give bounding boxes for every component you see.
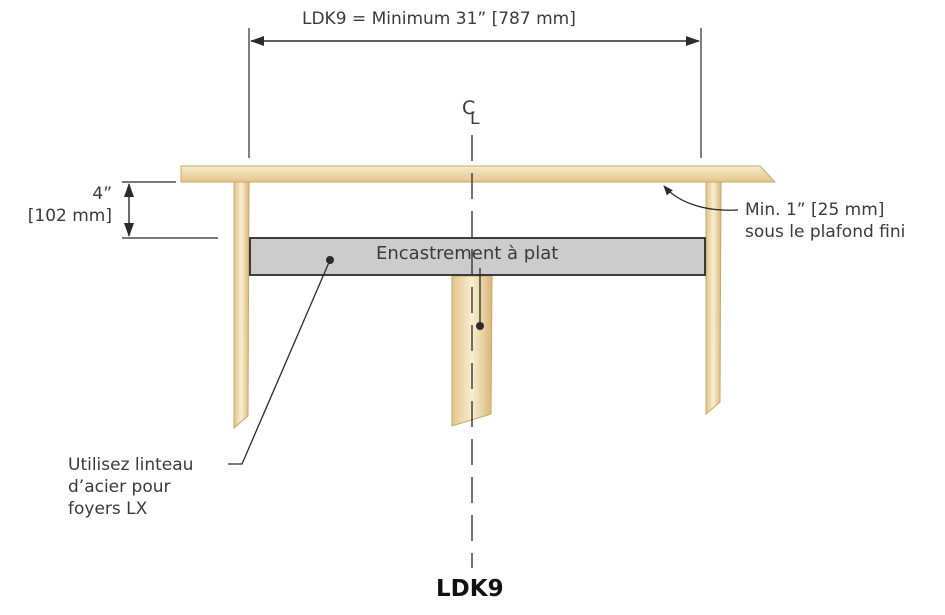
model-label: LDK9 <box>436 576 504 602</box>
height-label-line1: 4” <box>92 184 112 204</box>
lintel-note: Utilisez linteau d’acier pour foyers LX <box>68 454 193 520</box>
left-stud <box>233 181 250 430</box>
lintel-leader-line <box>228 259 331 465</box>
centerline-c: C <box>462 97 476 119</box>
width-dimension-label: LDK9 = Minimum 31” [787 mm] <box>302 9 576 29</box>
clearance-note-line2: sous le plafond fini <box>745 222 906 242</box>
ceiling-board <box>180 165 777 183</box>
clearance-note-line1: Min. 1” [25 mm] <box>745 200 885 220</box>
height-dimension-label: 4” [102 mm] <box>2 183 112 227</box>
clearance-leader <box>663 185 739 211</box>
flush-insert-label: Encastrement à plat <box>376 243 559 264</box>
centerline-symbol: C <box>462 97 475 119</box>
lintel-note-line1: Utilisez linteau <box>68 455 194 475</box>
lintel-note-line2: d’acier pour <box>68 477 171 497</box>
right-stud <box>705 181 722 416</box>
height-label-line2: [102 mm] <box>27 206 112 226</box>
clearance-note: Min. 1” [25 mm] sous le plafond fini <box>745 199 905 243</box>
lintel-note-line3: foyers LX <box>68 499 148 519</box>
centerline-sub: L <box>470 109 480 129</box>
